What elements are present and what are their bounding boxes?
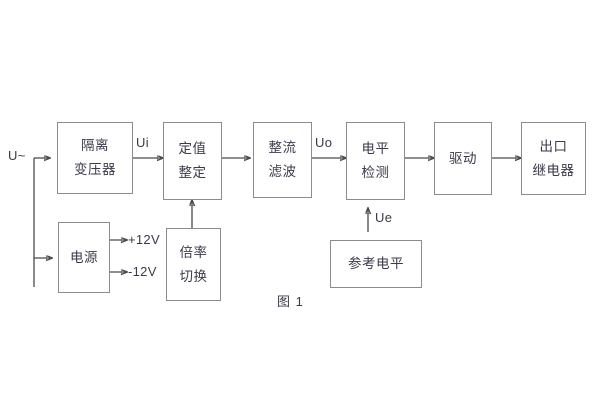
block-level-detect-line2: 检测	[361, 165, 390, 180]
block-level-detect-line1: 电平	[361, 141, 390, 157]
signal-label-input-ac: U~	[8, 148, 26, 163]
block-power-supply-line1: 电源	[70, 249, 98, 265]
block-rectify-filter-line1: 整流	[268, 140, 297, 156]
block-isolation-transformer: 隔离 变压器	[57, 122, 133, 194]
signal-label-rail-negative: -12V	[128, 264, 157, 279]
block-setpoint-adjust-line1: 定值	[178, 141, 207, 157]
block-drive-line1: 驱动	[449, 150, 477, 166]
block-drive: 驱动	[434, 122, 492, 195]
block-multiplier-switch-line1: 倍率	[179, 244, 208, 260]
block-isolation-transformer-line2: 变压器	[74, 162, 116, 177]
signal-label-rail-positive: +12V	[128, 232, 160, 247]
block-output-relay-line2: 继电器	[532, 162, 575, 178]
block-reference-level-line1: 参考电平	[348, 256, 404, 272]
block-power-supply: 电源	[58, 222, 110, 293]
block-multiplier-switch-line2: 切换	[179, 268, 208, 284]
block-reference-level: 参考电平	[330, 240, 422, 288]
block-output-relay-line1: 出口	[539, 138, 568, 154]
figure-caption: 图 1	[277, 294, 304, 309]
block-rectify-filter: 整流 滤波	[253, 122, 312, 198]
block-output-relay: 出口 继电器	[521, 122, 586, 195]
block-multiplier-switch: 倍率 切换	[166, 228, 221, 301]
block-setpoint-adjust-line2: 整定	[178, 165, 207, 180]
block-level-detect: 电平 检测	[346, 122, 405, 200]
signal-label-ui: Ui	[136, 135, 149, 150]
block-setpoint-adjust: 定值 整定	[163, 122, 222, 200]
signal-label-ue: Ue	[375, 210, 393, 225]
block-isolation-transformer-line1: 隔离	[81, 138, 109, 154]
block-rectify-filter-line2: 滤波	[268, 164, 297, 179]
signal-label-uo: Uo	[315, 135, 333, 150]
